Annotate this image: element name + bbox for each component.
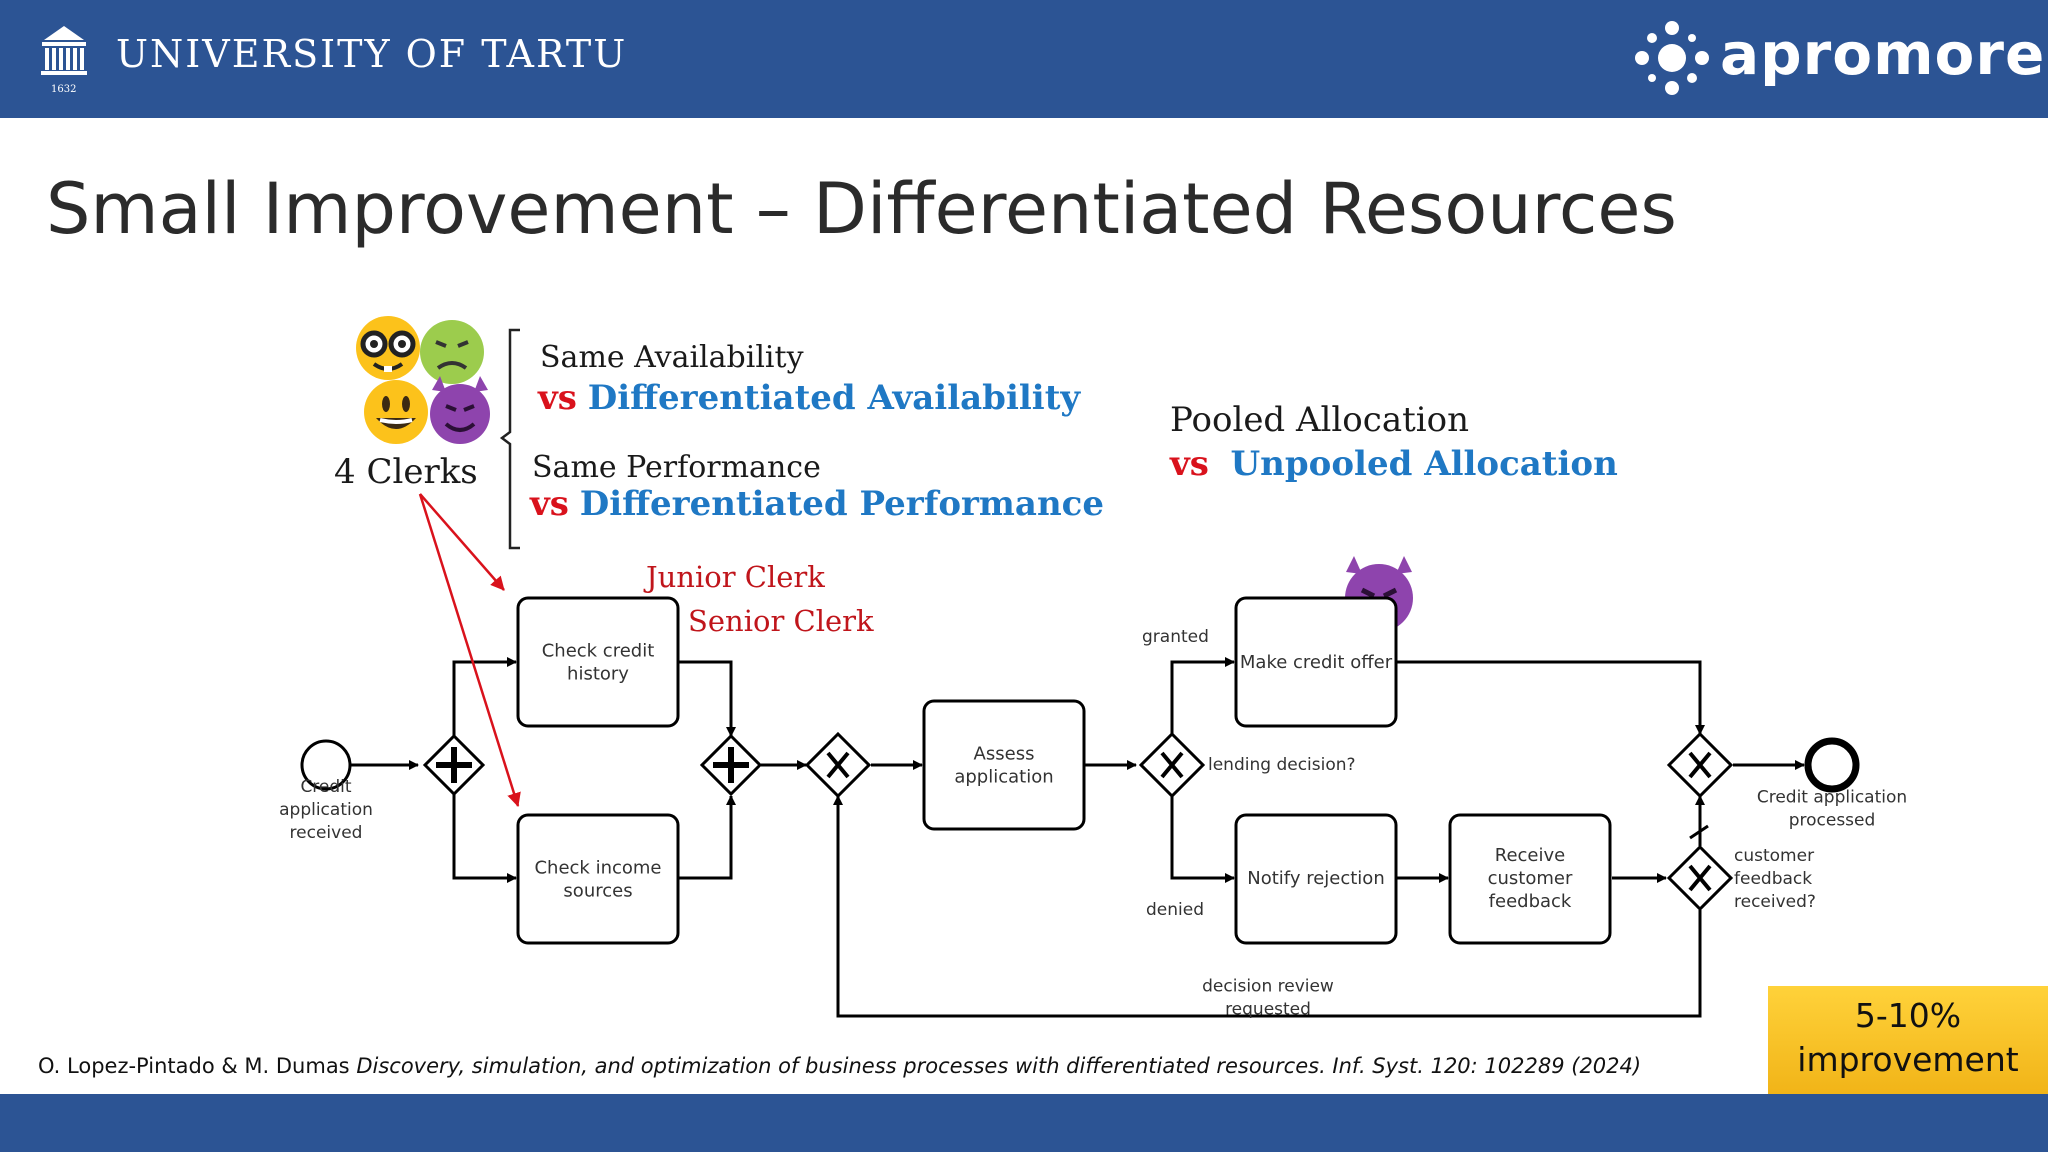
improvement-badge: 5-10% improvement bbox=[1768, 986, 2048, 1094]
task-notify-rejection bbox=[1234, 813, 1398, 945]
unpooled-allocation-line: vs Unpooled Allocation bbox=[1170, 444, 1618, 484]
clerk-arrows bbox=[418, 493, 521, 807]
parallel-gateway-join bbox=[699, 733, 763, 797]
task-assess bbox=[922, 699, 1086, 831]
bracket bbox=[499, 328, 520, 550]
diff-performance-label: Differentiated Performance bbox=[579, 484, 1104, 524]
task-check-income bbox=[516, 813, 680, 945]
pooled-allocation-label: Pooled Allocation bbox=[1170, 400, 1469, 440]
vs-label: vs bbox=[1170, 444, 1209, 484]
university-year: 1632 bbox=[51, 84, 77, 95]
same-availability-label: Same Availability bbox=[540, 340, 804, 375]
nerd-face-icon bbox=[356, 316, 420, 380]
apromore-logo: apromore bbox=[1632, 14, 2044, 104]
improvement-label: improvement bbox=[1797, 1040, 2019, 1079]
apromore-name: apromore bbox=[1720, 20, 2046, 88]
exclusive-gateway-end-merge bbox=[1666, 731, 1734, 799]
exclusive-gateway-feedback bbox=[1666, 844, 1734, 912]
parallel-gateway-split bbox=[422, 733, 486, 797]
footer-bar bbox=[0, 1094, 2048, 1152]
exclusive-gateway-merge bbox=[804, 731, 872, 799]
grinning-face-icon bbox=[364, 380, 428, 444]
start-event bbox=[300, 739, 352, 791]
apromore-network-icon bbox=[1635, 21, 1709, 95]
smiling-devil-icon bbox=[430, 376, 490, 444]
vs-label: vs bbox=[538, 378, 577, 418]
citation-title: Discovery, simulation, and optimization … bbox=[356, 1054, 1642, 1078]
citation: O. Lopez-Pintado & M. Dumas Discovery, s… bbox=[38, 1054, 1641, 1078]
task-notify-rejection-label: Notify rejection bbox=[1247, 868, 1384, 889]
task-make-offer bbox=[1234, 596, 1398, 728]
clerks-label: 4 Clerks bbox=[334, 452, 478, 492]
granted-label: granted bbox=[1142, 627, 1209, 647]
citation-authors: O. Lopez-Pintado & M. Dumas bbox=[38, 1054, 350, 1078]
lending-decision-label: lending decision? bbox=[1208, 755, 1356, 775]
university-name: UNIVERSITY OF TARTU bbox=[116, 32, 628, 76]
task-receive-feedback bbox=[1448, 813, 1612, 945]
junior-clerk-label: Junior Clerk bbox=[646, 560, 825, 594]
end-event bbox=[1804, 737, 1860, 793]
nauseated-face-icon bbox=[420, 320, 484, 384]
task-make-offer-label: Make credit offer bbox=[1240, 652, 1393, 673]
diff-availability-label: Differentiated Availability bbox=[587, 378, 1081, 418]
sequence-flows bbox=[350, 657, 1805, 1018]
exclusive-gateway-decision bbox=[1138, 731, 1206, 799]
diff-availability-line: vs Differentiated Availability bbox=[538, 378, 1080, 418]
denied-label: denied bbox=[1146, 900, 1204, 920]
same-performance-label: Same Performance bbox=[532, 450, 821, 485]
improvement-value: 5-10% bbox=[1854, 996, 1962, 1035]
university-building-icon bbox=[41, 26, 87, 75]
slide-title: Small Improvement – Differentiated Resou… bbox=[46, 168, 1677, 250]
unpooled-allocation-label: Unpooled Allocation bbox=[1230, 444, 1618, 484]
senior-clerk-label: Senior Clerk bbox=[688, 604, 874, 638]
task-check-credit bbox=[516, 596, 680, 728]
vs-label: vs bbox=[530, 484, 569, 524]
university-logo: 1632 UNIVERSITY OF TARTU bbox=[38, 18, 625, 98]
clerks-emoji-group bbox=[356, 316, 490, 444]
diff-performance-line: vs Differentiated Performance bbox=[530, 484, 1104, 524]
